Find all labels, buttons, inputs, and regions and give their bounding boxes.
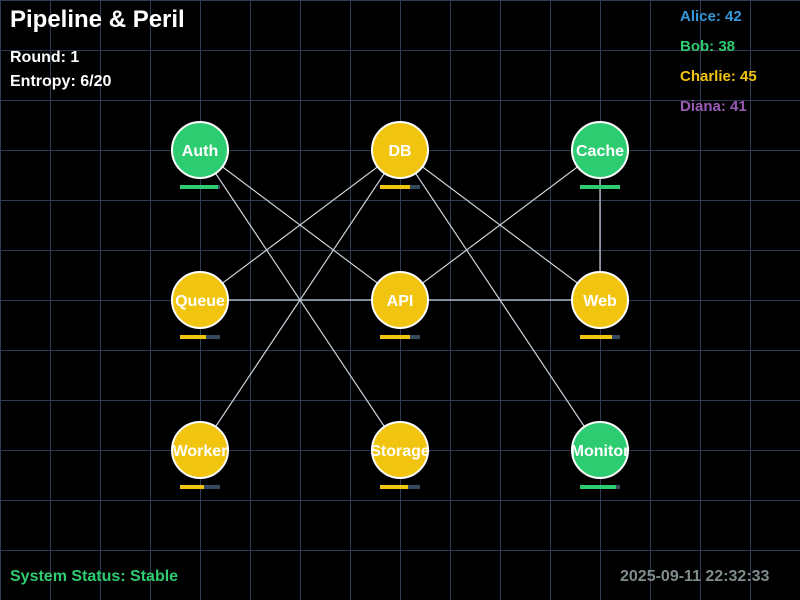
player-score-alice: Alice: 42 [680,8,742,25]
health-bar-fill [580,185,620,189]
node-circle[interactable] [571,271,629,329]
connection-layer [199,149,601,451]
node-cache[interactable]: Cache [571,121,629,189]
node-circle[interactable] [571,421,629,479]
node-circle[interactable] [171,121,229,179]
system-status: System Status: Stable [10,568,179,585]
node-api[interactable]: API [371,271,429,339]
node-label: Auth [182,143,218,160]
health-bar-fill [380,335,410,339]
node-worker[interactable]: Worker [171,421,229,489]
node-label: Monitor [571,443,630,460]
node-web[interactable]: Web [571,271,629,339]
node-auth[interactable]: Auth [171,121,229,189]
player-score-bob: Bob: 38 [680,38,736,55]
round-counter: Round: 1 [10,49,80,66]
game-title: Pipeline & Peril [10,6,185,33]
node-circle[interactable] [171,271,229,329]
player-score-diana: Diana: 41 [680,98,747,115]
node-circle[interactable] [571,121,629,179]
health-bar-fill [380,185,410,189]
edge-cache-api [399,149,601,301]
node-label: Worker [173,443,228,460]
node-circle[interactable] [371,121,429,179]
edge-db-queue [199,149,401,301]
health-bar-fill [580,335,612,339]
node-label: Storage [370,443,430,460]
timestamp: 2025-09-11 22:32:33 [620,568,770,585]
health-bar-fill [180,485,204,489]
node-circle[interactable] [371,271,429,329]
node-label: Cache [576,143,624,160]
node-queue[interactable]: Queue [171,271,229,339]
entropy-counter: Entropy: 6/20 [10,73,112,90]
node-label: Web [583,293,617,310]
health-bar-fill [180,185,218,189]
health-bar-fill [180,335,206,339]
node-label: DB [388,143,411,160]
node-label: Queue [175,293,225,310]
node-circle[interactable] [371,421,429,479]
node-db[interactable]: DB [371,121,429,189]
node-storage[interactable]: Storage [370,421,430,489]
health-bar-fill [380,485,408,489]
node-circle[interactable] [171,421,229,479]
health-bar-fill [580,485,616,489]
node-label: API [387,293,414,310]
player-score-charlie: Charlie: 45 [680,68,757,85]
node-monitor[interactable]: Monitor [571,421,630,489]
